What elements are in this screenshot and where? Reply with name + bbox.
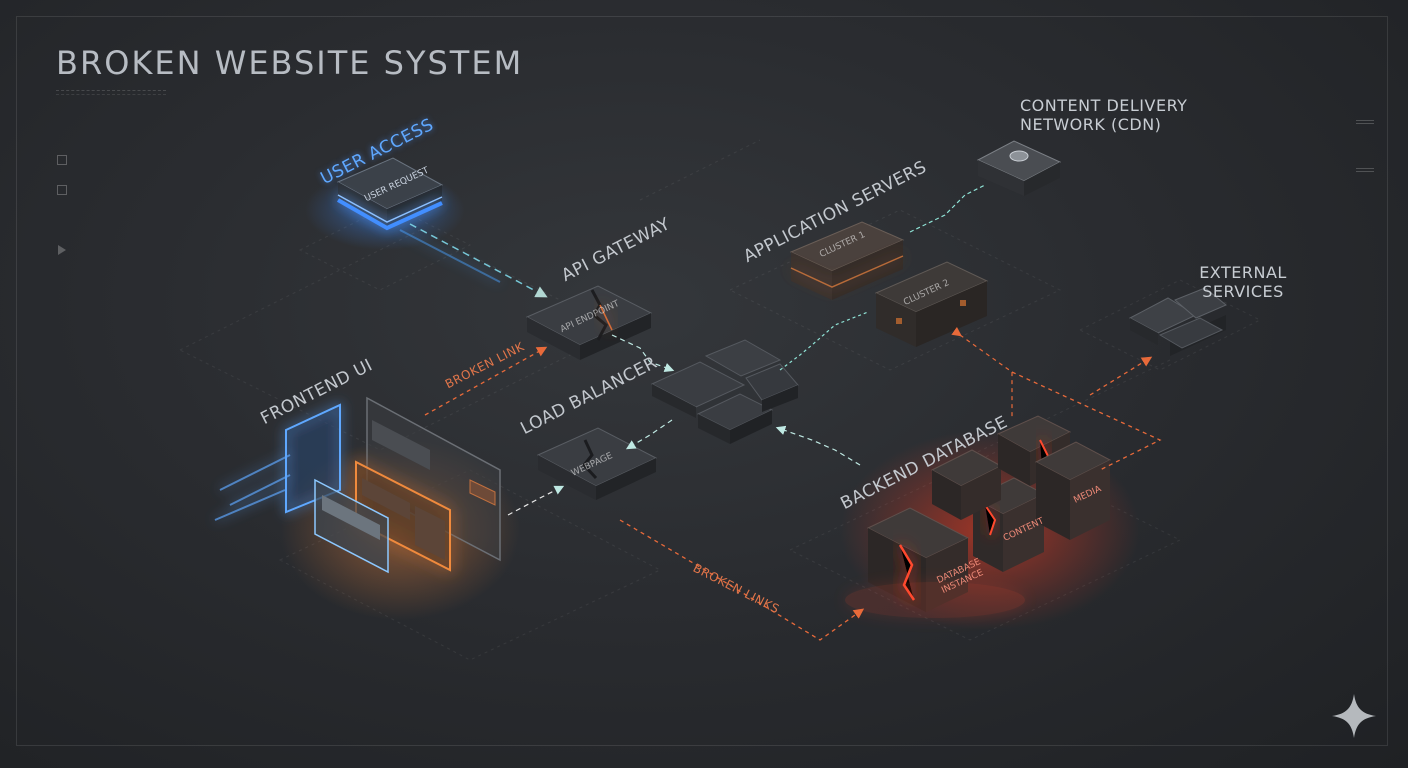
menu-icon xyxy=(1356,120,1374,124)
side-square-icon xyxy=(57,155,67,165)
link-frontend-lb xyxy=(507,485,565,516)
external-services-label: EXTERNAL SERVICES xyxy=(1195,263,1291,301)
cdn-label: CONTENT DELIVERY NETWORK (CDN) xyxy=(1020,96,1188,134)
title-underline xyxy=(56,90,166,95)
cdn-block xyxy=(976,140,1062,196)
side-square-icon xyxy=(57,185,67,195)
connections xyxy=(424,184,1162,641)
external-services-block xyxy=(1128,287,1227,356)
link-db-cluster2 xyxy=(951,326,1013,420)
broken-links-lb-db xyxy=(619,519,865,641)
webpage-block xyxy=(536,427,658,500)
link-gateway-hub xyxy=(611,334,675,373)
frontend-screens xyxy=(214,396,501,574)
db-cube-media xyxy=(1034,441,1112,540)
sparkle-icon xyxy=(1332,694,1376,738)
page-title: BROKEN WEBSITE SYSTEM xyxy=(56,44,524,82)
api-endpoint-block xyxy=(525,285,653,360)
central-hub-broken xyxy=(650,339,799,444)
external-services-line2: SERVICES xyxy=(1202,282,1284,301)
cdn-label-line2: NETWORK (CDN) xyxy=(1020,115,1162,134)
db-cube-top-left xyxy=(930,449,1003,520)
cluster2-server xyxy=(874,261,989,347)
link-to-external xyxy=(1089,356,1153,396)
broken-link-frontend-gateway xyxy=(424,346,548,416)
user-request-beam xyxy=(399,223,548,298)
link-hub-servers xyxy=(779,311,869,371)
cdn-label-line1: CONTENT DELIVERY xyxy=(1020,96,1188,115)
menu-icon xyxy=(1356,168,1374,172)
link-hub-lb xyxy=(625,419,673,450)
user-request-block xyxy=(336,157,444,231)
cluster1-server xyxy=(789,221,905,300)
diagram-frame xyxy=(16,16,1388,746)
link-db-hub xyxy=(775,425,861,466)
link-db-external xyxy=(1011,371,1162,471)
external-services-line1: EXTERNAL xyxy=(1199,263,1287,282)
play-icon xyxy=(58,245,66,255)
link-servers-cdn xyxy=(909,184,986,233)
